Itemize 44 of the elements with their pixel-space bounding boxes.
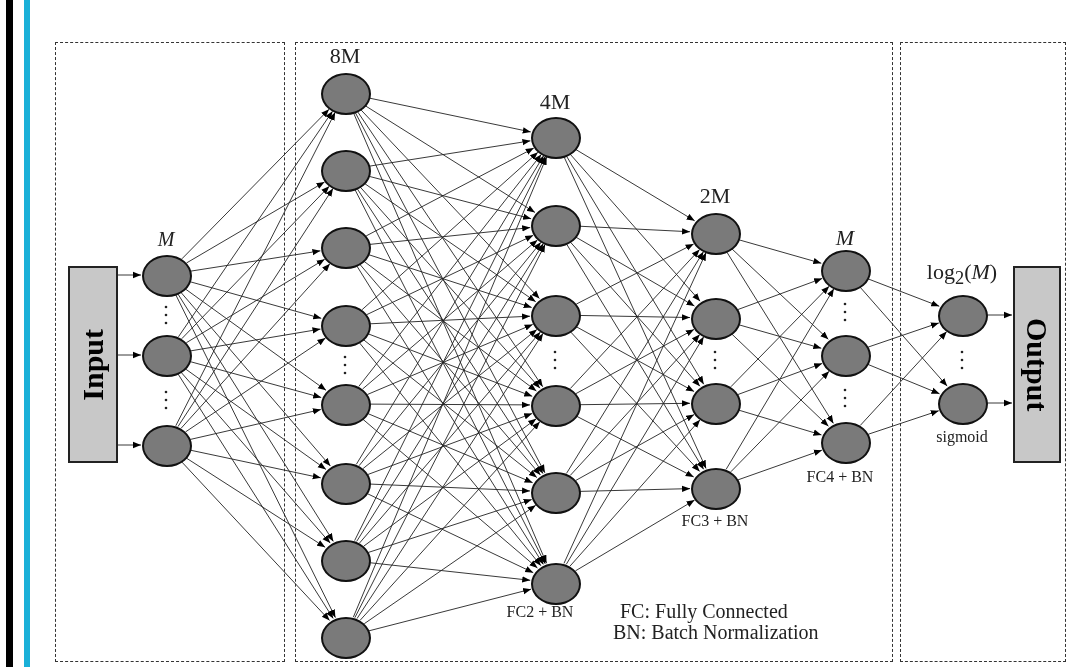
- layer-label: FC: Fully Connected: [620, 600, 788, 622]
- neuron-circle: [821, 250, 871, 292]
- layer-group-frame: [295, 42, 893, 662]
- layer-group-frame: [55, 42, 285, 662]
- neuron-circle: [691, 383, 741, 425]
- layer-label: 4M: [539, 90, 571, 115]
- neuron-circle: [321, 227, 371, 269]
- block-label: Input: [78, 328, 108, 401]
- neuron-circle: [531, 472, 581, 514]
- neuron-circle: [321, 463, 371, 505]
- neuron-circle: [938, 295, 988, 337]
- layer-label: M: [835, 226, 855, 251]
- layer-label: FC2 + BN: [506, 603, 574, 621]
- neuron-circle: [691, 298, 741, 340]
- neuron-circle: [821, 335, 871, 377]
- neuron-circle: [531, 295, 581, 337]
- neuron-circle: [691, 213, 741, 255]
- neuron-circle: [321, 73, 371, 115]
- layer-label: 8M: [329, 44, 361, 69]
- neuron-circle: [821, 422, 871, 464]
- neuron-circle: [142, 425, 192, 467]
- neuron-circle: [531, 563, 581, 605]
- neuron-circle: [531, 205, 581, 247]
- layer-label: FC3 + BN: [681, 512, 749, 530]
- neuron-circle: [531, 385, 581, 427]
- neuron-circle: [142, 335, 192, 377]
- neuron-circle: [321, 617, 371, 659]
- layer-label: FC4 + BN: [806, 468, 874, 486]
- data-block: [1013, 266, 1061, 463]
- layer-label: M: [157, 228, 175, 250]
- neuron-circle: [321, 305, 371, 347]
- neuron-circle: [321, 540, 371, 582]
- layer-label: 2M: [699, 184, 731, 209]
- neuron-circle: [321, 150, 371, 192]
- neuron-circle: [938, 383, 988, 425]
- layer-group-frame: [900, 42, 1066, 662]
- neuron-circle: [691, 468, 741, 510]
- layer-label: log$_{2}$(M): [926, 260, 998, 289]
- neuron-circle: [142, 255, 192, 297]
- layer-label: sigmoid: [936, 428, 988, 446]
- neuron-circle: [531, 117, 581, 159]
- data-block: [68, 266, 118, 463]
- block-label: Output: [1022, 317, 1052, 412]
- neuron-circle: [321, 384, 371, 426]
